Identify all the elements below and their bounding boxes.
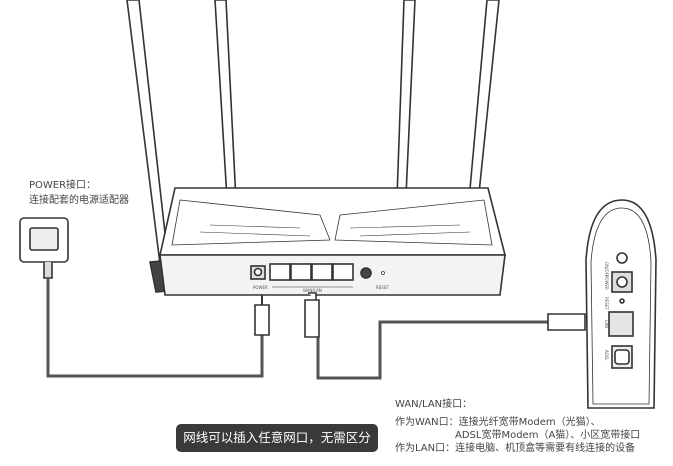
modem-label-power: POWER bbox=[604, 275, 609, 290]
modem-label-adsl: ADSL bbox=[604, 350, 609, 361]
router-port-label-power: POWER bbox=[253, 285, 268, 290]
rj45-plug-router bbox=[304, 299, 320, 338]
router-port-labels: POWER WAN/LAN RESET bbox=[253, 285, 389, 293]
modem bbox=[585, 199, 657, 409]
modem-reset-hole bbox=[619, 298, 625, 304]
power-cable bbox=[46, 278, 264, 378]
router-body bbox=[159, 187, 507, 296]
modem-port-labels: ON/OFF POWER RESET LAN ADSL bbox=[604, 262, 609, 361]
power-label-desc: 连接配套的电源适配器 bbox=[29, 195, 129, 206]
wanlan-label-lan-line: 作为LAN口：连接电脑、机顶盒等需要有线连接的设备 bbox=[395, 443, 636, 454]
router-lan-ports bbox=[269, 263, 354, 281]
power-plug bbox=[254, 304, 270, 336]
router-port-label-reset: RESET bbox=[376, 285, 389, 290]
modem-lan-port bbox=[608, 311, 634, 337]
wanlan-label-wan-line2: ADSL宽带Modem（A猫）、小区宽带接口 bbox=[455, 430, 641, 441]
rj45-plug-modem bbox=[547, 313, 586, 331]
wanlan-label-wan-line1: 作为WAN口：连接光纤宽带Modem（光猫）、 bbox=[395, 417, 601, 428]
wanlan-label-title: WAN/LAN接口： bbox=[395, 399, 473, 410]
network-cable bbox=[316, 320, 548, 380]
modem-onoff-switch bbox=[616, 252, 628, 264]
router-wps-button bbox=[360, 267, 372, 279]
power-adapter bbox=[19, 217, 69, 279]
tooltip: 网线可以插入任意网口，无需区分 bbox=[176, 424, 378, 452]
modem-label-lan: LAN bbox=[604, 320, 609, 328]
power-label-title: POWER接口： bbox=[29, 180, 97, 191]
modem-label-onoff: ON/OFF bbox=[604, 262, 609, 278]
modem-label-reset: RESET bbox=[604, 297, 609, 310]
router-port-label-wanlan: WAN/LAN bbox=[303, 288, 322, 293]
router-reset-hole bbox=[381, 271, 385, 275]
